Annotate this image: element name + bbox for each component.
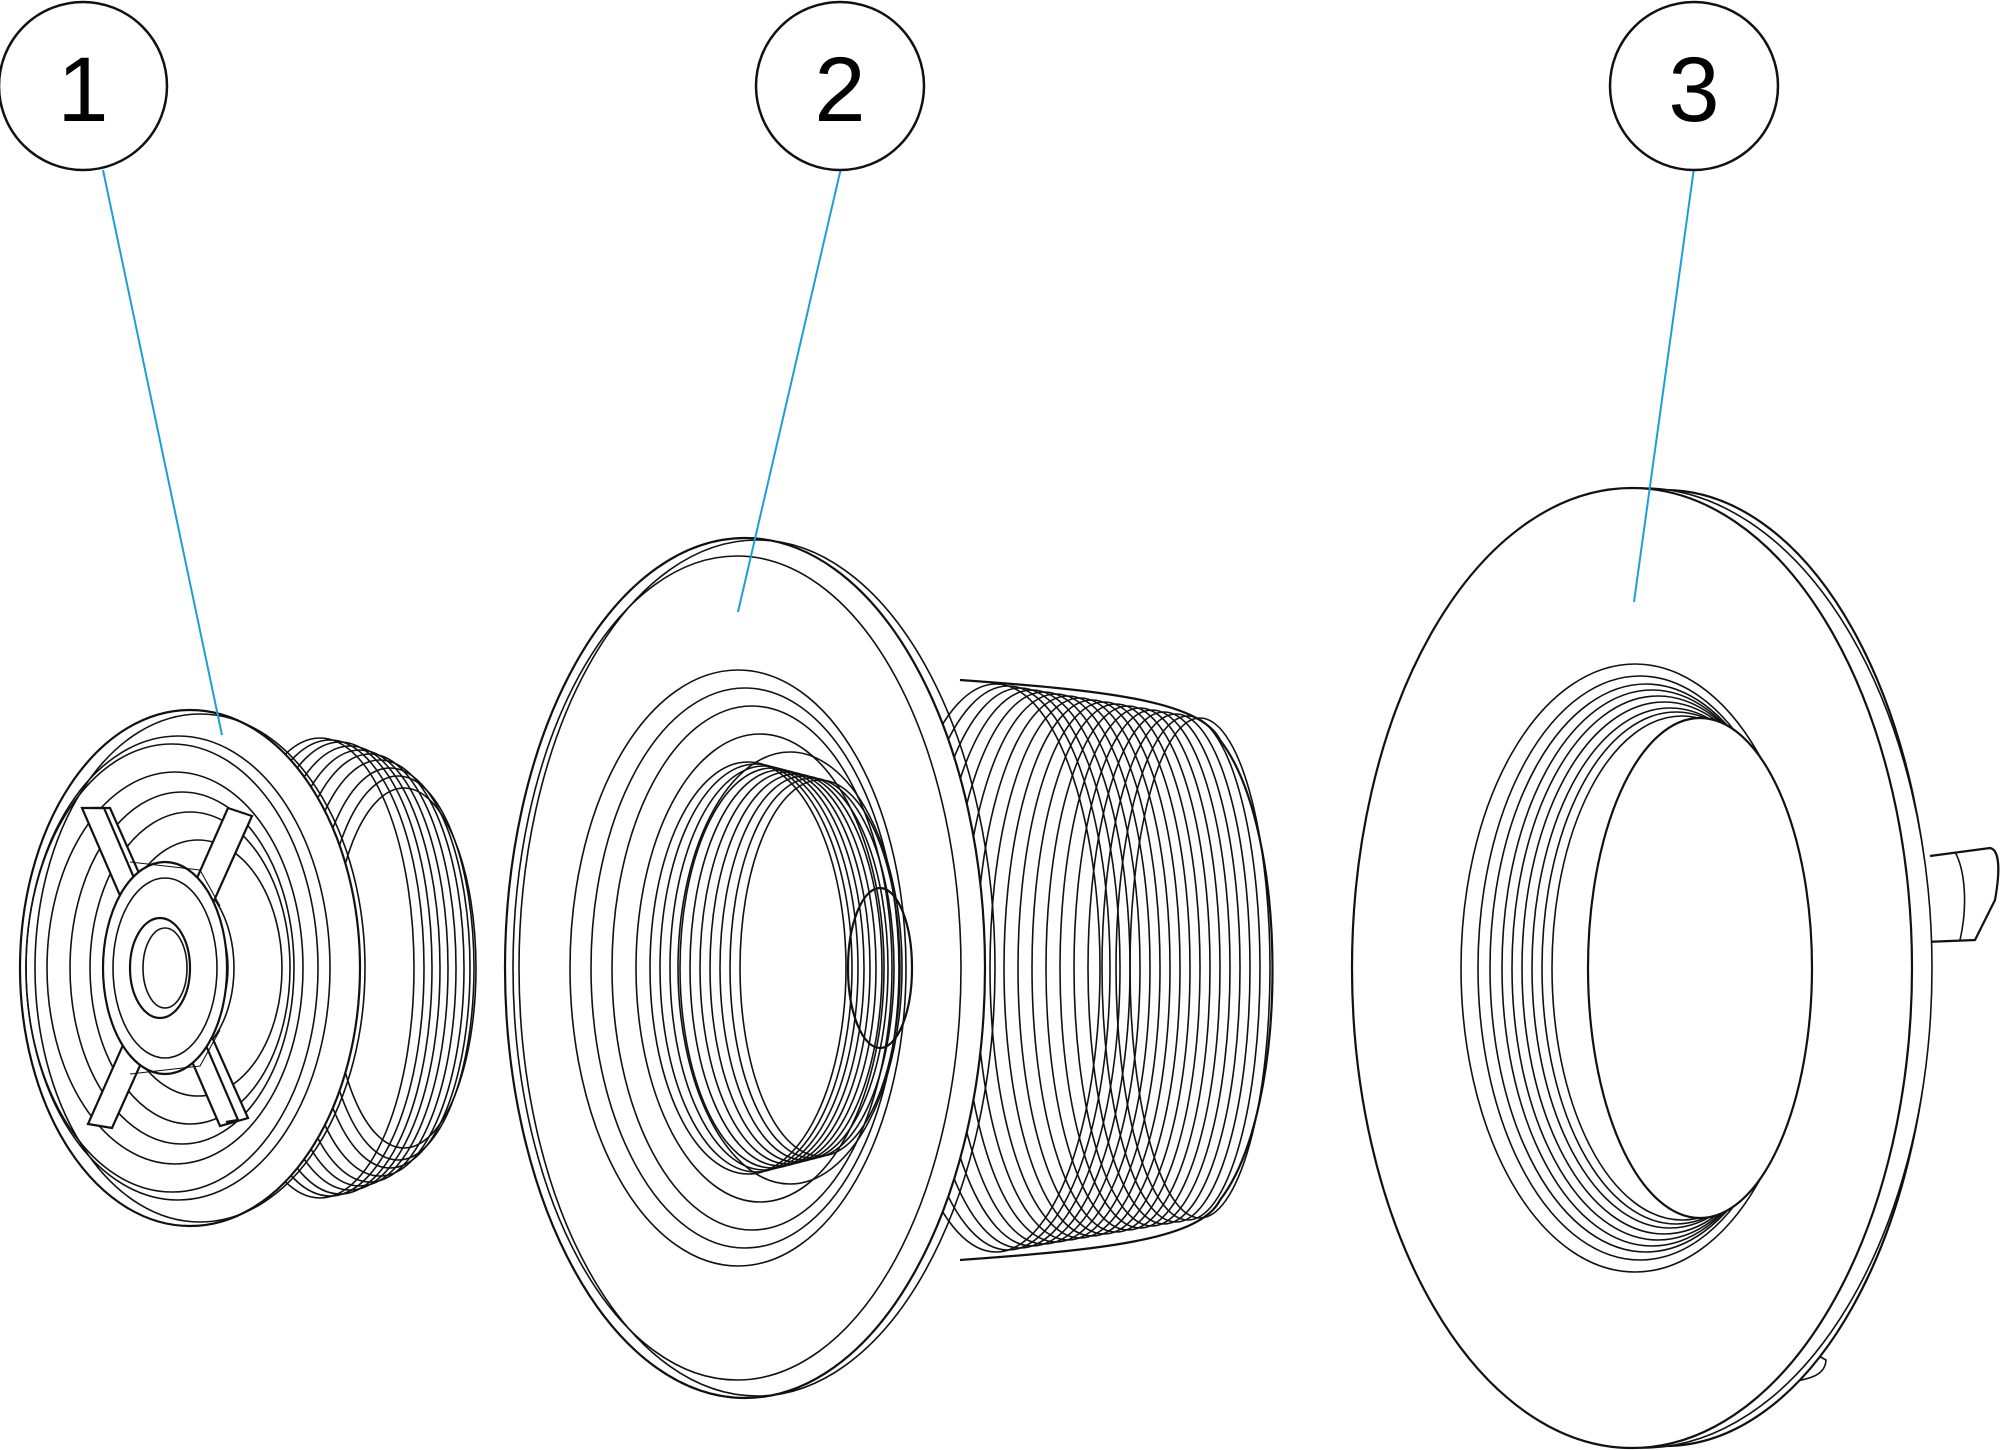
part-3-nut — [1350, 486, 2000, 1450]
callout-number-2: 2 — [814, 39, 865, 141]
callout-number-3: 3 — [1668, 39, 1719, 141]
part-1-grille — [80, 806, 254, 1130]
part-2-inner-thread — [649, 761, 914, 1175]
callout-number-1: 1 — [57, 39, 108, 141]
callout-2: 2 — [754, 0, 926, 172]
part-2-flange — [503, 536, 996, 1400]
part-3-tab — [1924, 846, 2000, 944]
callout-3: 3 — [1608, 0, 1780, 172]
part-1-plug — [18, 708, 477, 1228]
part-3-inner-thread — [1460, 663, 1814, 1273]
leader-line-2 — [737, 167, 842, 613]
part-2-fitting — [503, 536, 1274, 1400]
callout-1: 1 — [0, 0, 169, 172]
leader-line-1 — [102, 169, 223, 736]
leader-line-3 — [1633, 167, 1695, 603]
